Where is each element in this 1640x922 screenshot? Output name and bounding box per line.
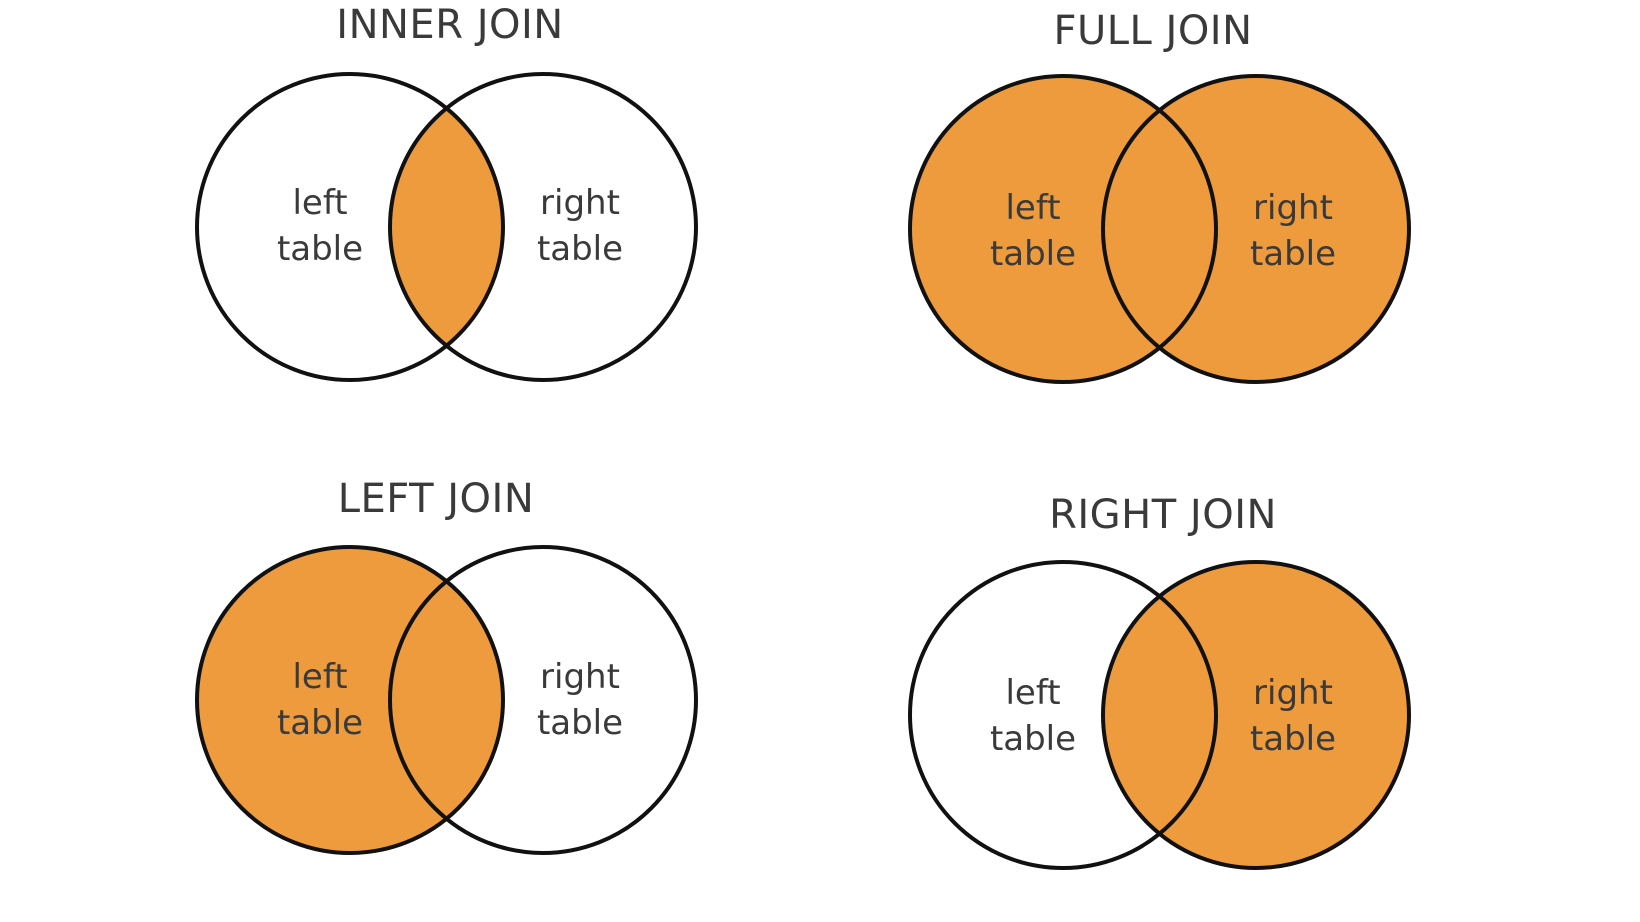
left-right-label-line1: right <box>540 657 620 697</box>
left-left-label-line2: table <box>277 703 363 743</box>
right-right-only-region <box>1103 562 1409 868</box>
full-left-table-circle <box>908 74 1218 384</box>
inner-right-label-line1: right <box>540 183 620 223</box>
panel-right-join: RIGHT JOIN left table right table <box>908 492 1411 870</box>
full-intersection-region <box>1103 76 1216 382</box>
left-left-table-circle <box>195 545 505 855</box>
right-right-label-line1: right <box>1253 673 1333 713</box>
full-right-label-line1: right <box>1253 188 1333 228</box>
inner-right-table-circle <box>388 72 698 382</box>
left-intersection-region <box>390 547 503 853</box>
inner-join-title: INNER JOIN <box>336 2 563 48</box>
left-left-label-line1: left <box>292 657 347 697</box>
left-right-table-circle <box>388 545 698 855</box>
full-right-only-region <box>1103 76 1409 382</box>
inner-intersection-region <box>390 74 503 380</box>
panel-left-join: LEFT JOIN left table right table <box>195 476 698 855</box>
right-left-table-circle <box>908 560 1218 870</box>
full-right-label-line2: table <box>1250 234 1336 274</box>
right-left-label-line2: table <box>990 719 1076 759</box>
right-intersection-region <box>1103 562 1216 868</box>
left-join-title: LEFT JOIN <box>338 476 535 522</box>
full-left-label-line2: table <box>990 234 1076 274</box>
inner-left-table-circle <box>195 72 505 382</box>
panel-inner-join: INNER JOIN left table right table <box>195 2 698 382</box>
right-join-title: RIGHT JOIN <box>1049 492 1277 538</box>
full-left-only-region <box>910 76 1216 382</box>
left-right-label-line2: table <box>537 703 623 743</box>
panel-full-join: FULL JOIN left table right table <box>908 8 1411 384</box>
right-right-label-line2: table <box>1250 719 1336 759</box>
full-right-table-circle <box>1101 74 1411 384</box>
full-join-title: FULL JOIN <box>1053 8 1252 54</box>
inner-right-label-line2: table <box>537 229 623 269</box>
inner-left-label-line1: left <box>292 183 347 223</box>
left-left-only-region <box>197 547 503 853</box>
full-left-label-line1: left <box>1005 188 1060 228</box>
right-left-label-line1: left <box>1005 673 1060 713</box>
inner-left-label-line2: table <box>277 229 363 269</box>
right-right-table-circle <box>1101 560 1411 870</box>
